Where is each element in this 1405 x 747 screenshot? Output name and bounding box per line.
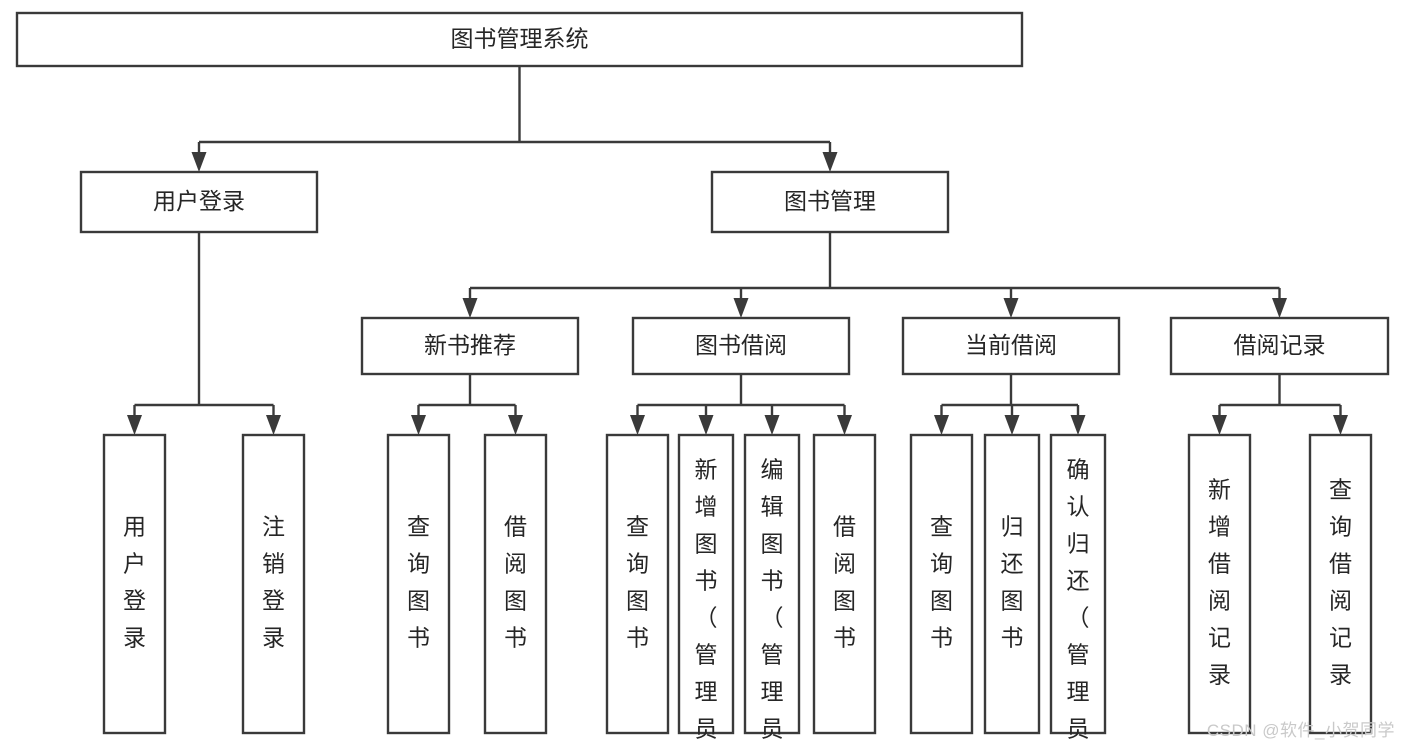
node-box-leaf-confirm-return-admin	[1049, 433, 1107, 735]
node-box-borrow-record	[1169, 316, 1390, 376]
node-box-book-management	[710, 170, 950, 234]
connector-layer	[127, 66, 1348, 435]
node-leaf-query-borrow-record[interactable]: 查询借阅记录	[1308, 433, 1373, 735]
node-box-leaf-query-borrow-record	[1308, 433, 1373, 735]
node-leaf-confirm-return-admin[interactable]: 确认归还（管理员）	[1049, 433, 1107, 747]
arrow-head-book-management	[822, 152, 838, 172]
node-label-leaf-query-book-current: 查询图书	[930, 514, 953, 651]
node-leaf-query-book-current[interactable]: 查询图书	[909, 433, 974, 735]
node-box-leaf-edit-book-admin	[743, 433, 801, 735]
node-label-leaf-query-book-borrow: 查询图书	[626, 514, 649, 651]
node-book-management[interactable]: 图书管理	[710, 170, 950, 234]
node-label-book-management: 图书管理	[784, 188, 876, 214]
connector-group-user-login	[127, 232, 281, 435]
node-label-current-borrow: 当前借阅	[965, 332, 1057, 358]
node-label-user-login: 用户登录	[153, 188, 245, 214]
node-box-leaf-add-book-admin	[677, 433, 735, 735]
node-leaf-add-borrow-record[interactable]: 新增借阅记录	[1187, 433, 1252, 735]
node-label-book-borrow: 图书借阅	[695, 332, 787, 358]
node-box-leaf-logout	[241, 433, 306, 735]
node-current-borrow[interactable]: 当前借阅	[901, 316, 1121, 376]
node-new-book-recommend[interactable]: 新书推荐	[360, 316, 580, 376]
node-label-root: 图书管理系统	[451, 26, 589, 52]
node-box-leaf-return-book	[983, 433, 1041, 735]
node-leaf-edit-book-admin[interactable]: 编辑图书（管理员）	[743, 433, 801, 747]
arrow-head-leaf-query-book-new	[411, 415, 426, 435]
arrow-head-leaf-edit-book-admin	[764, 415, 780, 435]
node-label-leaf-add-borrow-record: 新增借阅记录	[1208, 477, 1231, 688]
node-box-leaf-borrow-book-new	[483, 433, 548, 735]
arrow-head-current-borrow	[1003, 298, 1019, 318]
arrow-head-leaf-logout	[266, 415, 281, 435]
node-box-new-book-recommend	[360, 316, 580, 376]
node-leaf-query-book-new[interactable]: 查询图书	[386, 433, 451, 735]
node-box-leaf-add-borrow-record	[1187, 433, 1252, 735]
node-borrow-record[interactable]: 借阅记录	[1169, 316, 1390, 376]
watermark: CSDN @软件_小贺同学	[1206, 721, 1395, 740]
node-label-leaf-query-book-new: 查询图书	[407, 514, 430, 651]
node-leaf-query-book-borrow[interactable]: 查询图书	[605, 433, 670, 735]
node-box-leaf-query-book-current	[909, 433, 974, 735]
node-leaf-borrow-book[interactable]: 借阅图书	[812, 433, 877, 735]
node-label-leaf-borrow-book-new: 借阅图书	[504, 514, 527, 651]
node-label-new-book-recommend: 新书推荐	[424, 332, 516, 358]
node-label-borrow-record: 借阅记录	[1234, 332, 1326, 358]
arrow-head-leaf-add-book-admin	[698, 415, 714, 435]
node-label-leaf-add-book-admin: 新增图书（管理员）	[695, 457, 718, 747]
node-box-root	[15, 11, 1024, 68]
node-book-borrow[interactable]: 图书借阅	[631, 316, 851, 376]
node-label-leaf-logout: 注销登录	[262, 514, 285, 651]
node-box-current-borrow	[901, 316, 1121, 376]
connector-group-new-book-recommend	[411, 374, 523, 435]
arrow-head-leaf-borrow-book-new	[508, 415, 523, 435]
node-label-leaf-confirm-return-admin: 确认归还（管理员）	[1067, 457, 1090, 747]
node-label-leaf-user-login: 用户登录	[123, 514, 146, 651]
arrow-head-leaf-query-book-borrow	[630, 415, 645, 435]
node-leaf-logout[interactable]: 注销登录	[241, 433, 306, 735]
connector-group-borrow-record	[1212, 374, 1348, 435]
node-box-leaf-query-book-new	[386, 433, 451, 735]
node-label-leaf-query-borrow-record: 查询借阅记录	[1329, 477, 1352, 688]
arrow-head-leaf-return-book	[1004, 415, 1020, 435]
arrow-head-borrow-record	[1272, 298, 1287, 318]
node-box-leaf-user-login	[102, 433, 167, 735]
node-layer: 图书管理系统用户登录图书管理新书推荐图书借阅当前借阅借阅记录用户登录注销登录查询…	[15, 11, 1390, 747]
connector-group-current-borrow	[934, 374, 1086, 435]
connector-group-book-borrow	[630, 374, 852, 435]
node-label-leaf-borrow-book: 借阅图书	[833, 514, 856, 651]
node-leaf-return-book[interactable]: 归还图书	[983, 433, 1041, 735]
arrow-head-user-login	[191, 152, 207, 172]
node-leaf-user-login[interactable]: 用户登录	[102, 433, 167, 735]
arrow-head-book-borrow	[733, 298, 749, 318]
node-box-user-login	[79, 170, 319, 234]
arrow-head-leaf-add-borrow-record	[1212, 415, 1227, 435]
node-root[interactable]: 图书管理系统	[15, 11, 1024, 68]
node-box-leaf-borrow-book	[812, 433, 877, 735]
node-box-book-borrow	[631, 316, 851, 376]
arrow-head-leaf-user-login	[127, 415, 142, 435]
node-label-leaf-return-book: 归还图书	[1001, 514, 1024, 651]
node-leaf-add-book-admin[interactable]: 新增图书（管理员）	[677, 433, 735, 747]
arrow-head-new-book-recommend	[462, 298, 478, 318]
connector-group-root	[191, 66, 838, 172]
connector-group-book-management	[462, 232, 1287, 318]
arrow-head-leaf-borrow-book	[837, 415, 852, 435]
node-label-leaf-edit-book-admin: 编辑图书（管理员）	[761, 457, 784, 747]
arrow-head-leaf-query-book-current	[934, 415, 949, 435]
node-leaf-borrow-book-new[interactable]: 借阅图书	[483, 433, 548, 735]
arrow-head-leaf-query-borrow-record	[1333, 415, 1348, 435]
arrow-head-leaf-confirm-return-admin	[1070, 415, 1086, 435]
node-box-leaf-query-book-borrow	[605, 433, 670, 735]
node-user-login[interactable]: 用户登录	[79, 170, 319, 234]
